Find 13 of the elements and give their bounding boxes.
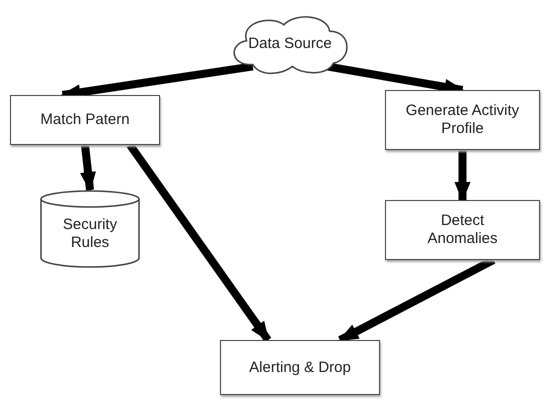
process-box	[385, 90, 540, 150]
node-label: Match Patern	[40, 111, 130, 129]
process-box	[10, 95, 160, 145]
node-label: Generate Activity Profile	[404, 102, 520, 138]
process-box	[385, 200, 540, 260]
node-label: Security Rules	[62, 216, 118, 252]
arrow	[80, 144, 96, 192]
arrow	[126, 142, 272, 342]
node-label: Alerting & Drop	[249, 358, 351, 376]
process-box	[220, 340, 380, 395]
node-label: Detect Anomalies	[426, 212, 499, 248]
arrow	[454, 150, 470, 202]
node-label: Data Source	[248, 35, 332, 53]
